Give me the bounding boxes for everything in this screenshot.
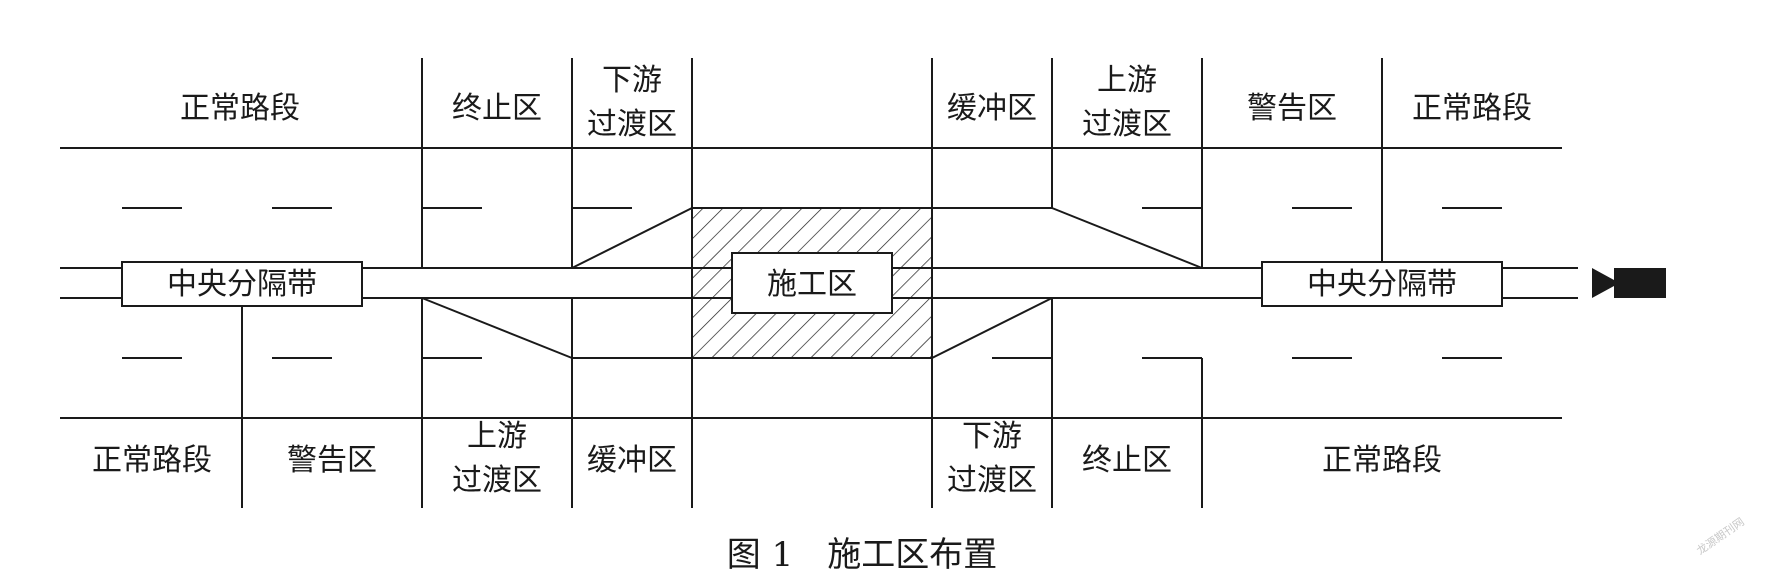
bottom-normal-left: 正常路段 [92, 443, 212, 478]
median-right-box [1261, 261, 1503, 307]
zone-boundaries [241, 58, 1383, 508]
bottom-buffer: 缓冲区 [587, 443, 677, 478]
taper-top-upstream [1051, 207, 1203, 269]
top-upstream-line1: 上游 [1097, 63, 1157, 98]
bottom-normal-right: 正常路段 [1322, 443, 1442, 478]
top-termination: 终止区 [452, 91, 542, 126]
top-downstream-line1: 下游 [602, 63, 662, 98]
top-normal-right: 正常路段 [1412, 91, 1532, 126]
bottom-zone-labels: 正常路段 警告区 上游 过渡区 缓冲区 下游 过渡区 终止区 正常路段 [92, 419, 1442, 498]
camera-icon [1592, 268, 1666, 298]
top-zone-labels: 正常路段 终止区 下游 过渡区 缓冲区 上游 过渡区 警告区 正常路段 [180, 63, 1532, 142]
top-normal-left: 正常路段 [180, 91, 300, 126]
work-zone-label: 施工区 [767, 267, 857, 302]
bottom-upstream-line2: 过渡区 [452, 463, 542, 498]
bottom-upstream-line1: 上游 [467, 419, 527, 454]
bottom-warning: 警告区 [287, 443, 377, 478]
median-left-box [121, 261, 363, 307]
taper-bottom-downstream [931, 297, 1053, 359]
median-left-label: 中央分隔带 [167, 267, 317, 302]
bottom-downstream-line1: 下游 [962, 419, 1022, 454]
figure-caption: 图 1 施工区布置 [727, 535, 997, 575]
top-buffer: 缓冲区 [947, 91, 1037, 126]
work-zone-label-box [731, 252, 893, 314]
taper-lines [421, 207, 1203, 359]
lane-dashes [122, 207, 1502, 359]
bottom-termination: 终止区 [1082, 443, 1172, 478]
watermark: 龙源期刊网 [1694, 514, 1747, 557]
top-upstream-line2: 过渡区 [1082, 107, 1172, 142]
median-right-label: 中央分隔带 [1307, 267, 1457, 302]
taper-bottom-upstream [421, 297, 573, 359]
taper-top-downstream [571, 207, 693, 269]
bottom-downstream-line2: 过渡区 [947, 463, 1037, 498]
top-downstream-line2: 过渡区 [587, 107, 677, 142]
top-warning: 警告区 [1247, 91, 1337, 126]
